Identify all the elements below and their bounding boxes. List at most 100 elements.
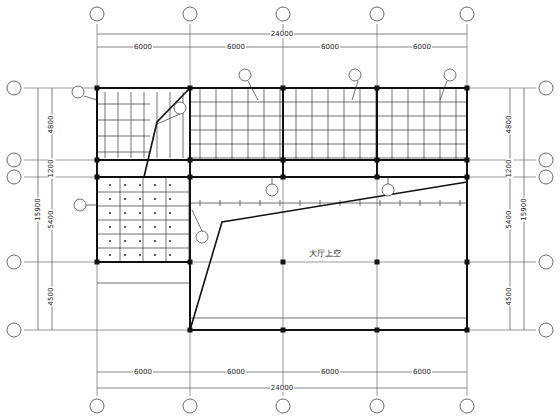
axis-lines <box>24 24 536 396</box>
anchor-dot <box>124 212 126 214</box>
beam-line <box>190 102 467 103</box>
beam-line <box>456 88 457 160</box>
beam-line <box>232 88 233 160</box>
anchor-dot <box>109 198 111 200</box>
column <box>281 86 286 91</box>
anchor-dot <box>109 226 111 228</box>
beam-line <box>97 220 190 221</box>
beam-line <box>97 248 190 249</box>
anchor-dot <box>124 254 126 256</box>
anchor-dot <box>139 254 141 256</box>
column <box>375 175 380 180</box>
column <box>95 175 100 180</box>
beam-line <box>118 92 119 158</box>
beam-line <box>97 120 150 121</box>
anchor-dot <box>139 226 141 228</box>
column <box>375 328 380 333</box>
anchor-dot <box>154 184 156 186</box>
beam-line <box>190 158 467 159</box>
column <box>188 328 193 333</box>
anchor-dot <box>139 212 141 214</box>
axis-bubbles <box>7 7 553 413</box>
dimension-text: 6000 <box>412 44 432 51</box>
dimension-text: 6000 <box>133 369 153 376</box>
column <box>465 86 470 91</box>
beam-line <box>392 88 393 160</box>
dimension-lines <box>38 34 524 388</box>
beam-line <box>344 88 345 160</box>
dimension-text: 6000 <box>412 369 432 376</box>
beam-line <box>190 203 467 204</box>
column <box>281 328 286 333</box>
anchor-dot <box>154 240 156 242</box>
anchor-dot <box>169 212 171 214</box>
main-beams <box>97 88 467 330</box>
anchor-dot <box>124 198 126 200</box>
dimension-text: 5400 <box>48 209 55 229</box>
beam-line <box>97 152 150 153</box>
dimension-text: 6000 <box>320 44 340 51</box>
beam-line <box>296 88 297 160</box>
anchor-dot <box>109 240 111 242</box>
dimension-text: 4500 <box>506 286 513 306</box>
anchor-dot <box>124 240 126 242</box>
anchor-dot <box>154 198 156 200</box>
dimension-text: 6000 <box>133 44 153 51</box>
dimension-text: 4500 <box>48 286 55 306</box>
anchor-dot <box>139 198 141 200</box>
column <box>465 260 470 265</box>
column <box>95 158 100 163</box>
beam-line <box>143 177 144 262</box>
dimension-text: 15900 <box>35 197 42 221</box>
beam-line <box>97 283 190 284</box>
column <box>375 260 380 265</box>
beam-line <box>190 318 467 319</box>
dimension-text: 6000 <box>226 369 246 376</box>
beam-line <box>97 192 190 193</box>
column <box>375 158 380 163</box>
dimension-text: 24000 <box>270 31 294 38</box>
dimension-text: 5400 <box>506 209 513 229</box>
anchor-dot <box>109 254 111 256</box>
anchor-dot <box>139 184 141 186</box>
anchor-dot <box>154 254 156 256</box>
beam-line <box>264 88 265 160</box>
room-label: 大厅上空 <box>308 250 342 258</box>
beam-line <box>105 92 106 158</box>
column <box>375 86 380 91</box>
beam-line <box>280 88 281 160</box>
anchor-dot <box>109 184 111 186</box>
beam-line <box>190 144 467 145</box>
anchor-dot <box>169 198 171 200</box>
column <box>281 175 286 180</box>
beam-line <box>120 177 121 262</box>
column <box>465 158 470 163</box>
section-callouts <box>72 69 456 243</box>
beam-line <box>170 92 171 158</box>
beam-line <box>216 88 217 160</box>
dimension-text: 4800 <box>506 114 513 134</box>
dimension-text: 4800 <box>48 114 55 134</box>
beam-line <box>183 92 184 158</box>
dimension-text: 24000 <box>270 385 294 392</box>
anchor-dot <box>124 184 126 186</box>
beam-line <box>312 88 313 160</box>
anchor-dot <box>169 254 171 256</box>
beam-line <box>190 130 467 131</box>
anchor-dot <box>154 212 156 214</box>
column <box>281 158 286 163</box>
beam-line <box>144 92 145 158</box>
anchor-dot <box>109 212 111 214</box>
beam-line <box>190 116 467 117</box>
column <box>95 260 100 265</box>
beam-line <box>328 88 329 160</box>
beam-line <box>248 88 249 160</box>
anchor-dot <box>169 240 171 242</box>
beam-line <box>424 88 425 160</box>
column <box>188 175 193 180</box>
dimension-text: 1200 <box>48 158 55 178</box>
beam-line <box>97 136 150 137</box>
column <box>95 86 100 91</box>
